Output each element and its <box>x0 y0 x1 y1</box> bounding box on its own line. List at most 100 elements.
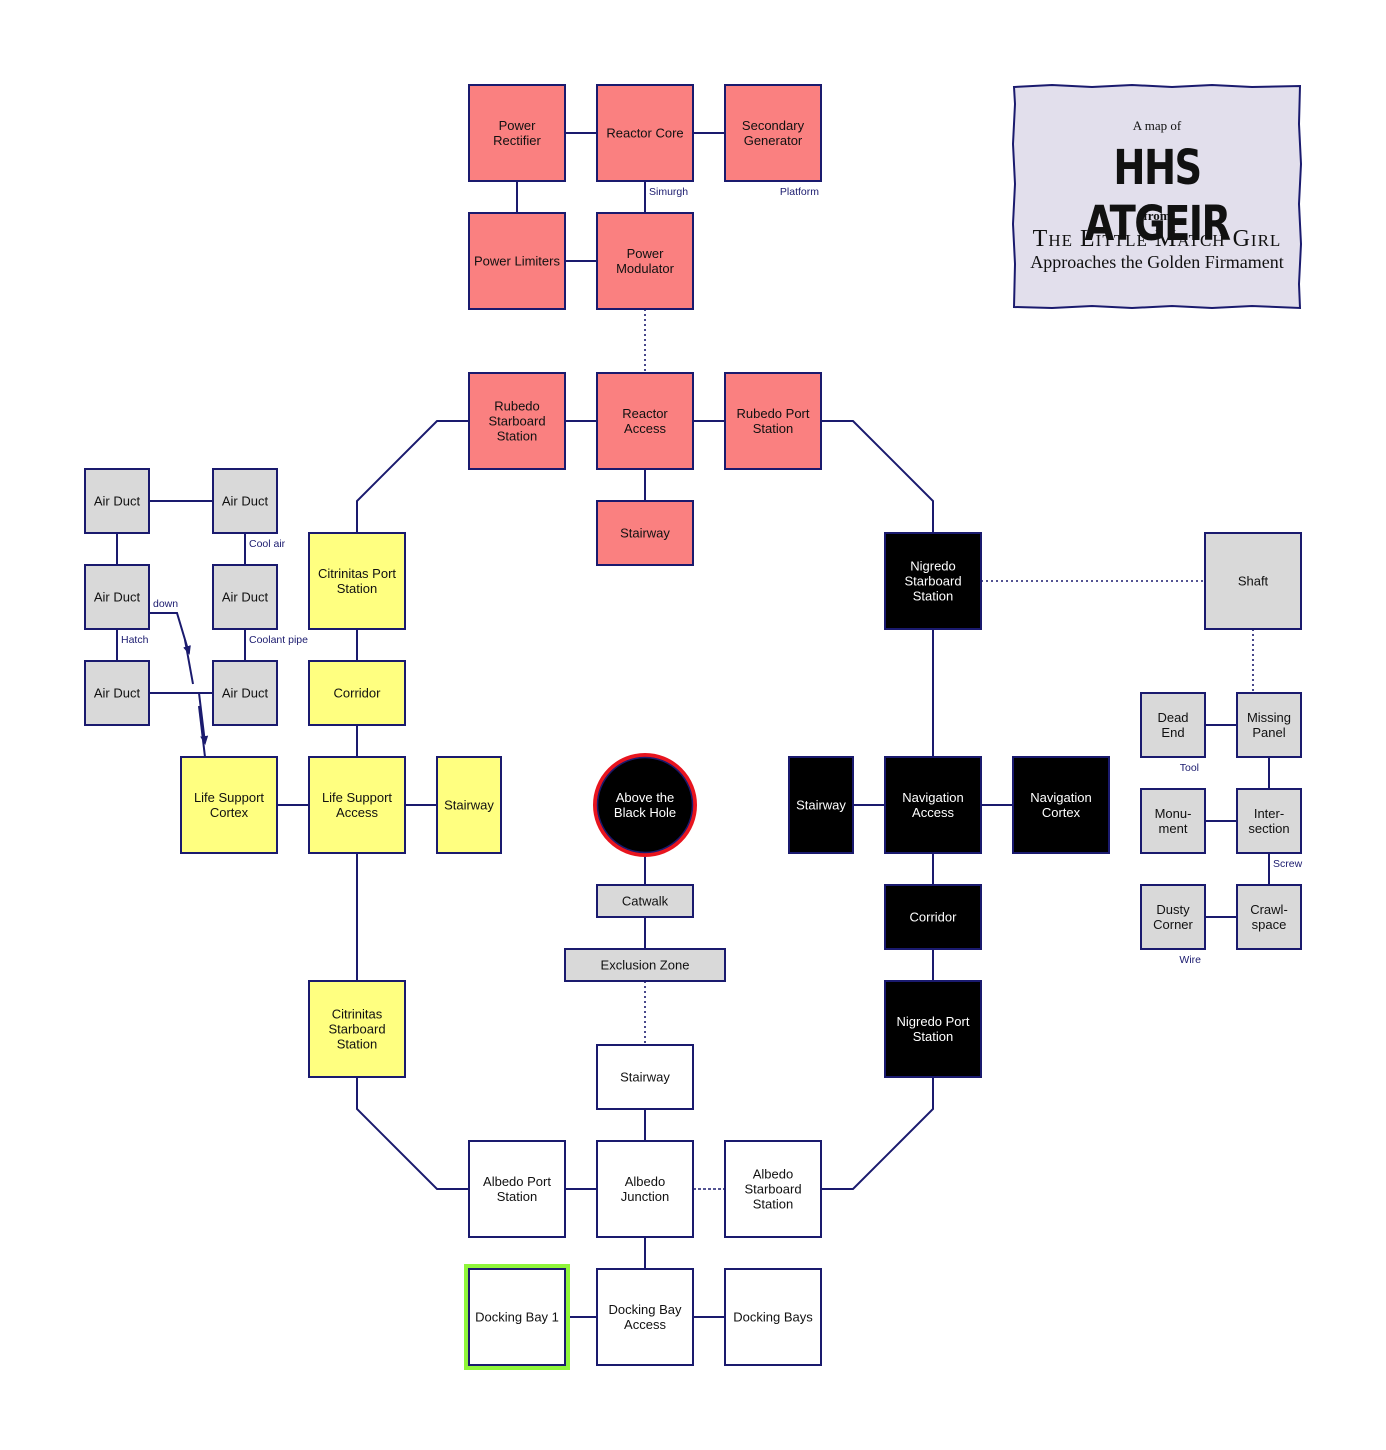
room-label: Citrinitas Port <box>318 566 396 581</box>
room-label: Stairway <box>620 526 670 541</box>
room-docking-bays: Docking Bays <box>724 1268 822 1366</box>
room-box <box>596 500 694 566</box>
title-card-frame <box>1012 84 1302 310</box>
room-label: Navigation <box>1030 790 1091 805</box>
room-label: Albedo <box>625 1174 665 1189</box>
room-label: End <box>1161 725 1184 740</box>
room-air-duct-6: Air Duct <box>212 660 278 726</box>
room-label: Life Support <box>194 790 264 805</box>
room-power-limiters: Power Limiters <box>468 212 566 310</box>
room-label: Station <box>753 1197 793 1212</box>
black-hole-icon <box>593 753 697 857</box>
title-card: A map of HHS ATGEIR from The Little Matc… <box>1012 84 1302 310</box>
room-box <box>1140 884 1206 950</box>
room-label: Albedo Port <box>483 1174 551 1189</box>
room-monument: Monu-ment <box>1140 788 1206 854</box>
room-label: Panel <box>1252 725 1285 740</box>
one-way-arrow-2 <box>149 692 209 745</box>
room-label: Starboard <box>328 1022 385 1037</box>
start-highlight <box>464 1264 570 1370</box>
work-title-line-1: The Little Match Girl <box>1032 226 1282 252</box>
room-box <box>212 660 278 726</box>
room-air-duct-4: Air Duct <box>212 564 278 630</box>
room-label: Above the <box>616 790 675 805</box>
room-label: Stairway <box>444 798 494 813</box>
room-label: Station <box>913 589 953 604</box>
room-label: Station <box>337 1037 377 1052</box>
room-box <box>1140 788 1206 854</box>
room-label: Dead <box>1157 710 1188 725</box>
room-label: Reactor Core <box>606 126 683 141</box>
room-label: Catwalk <box>622 894 669 909</box>
room-label: Air Duct <box>94 494 141 509</box>
room-exclusion-zone: Exclusion Zone <box>564 948 726 982</box>
room-label: Albedo <box>753 1167 793 1182</box>
room-box <box>1236 884 1302 950</box>
edge-label-tool: Tool <box>1180 762 1199 774</box>
room-label: Corner <box>1153 917 1193 932</box>
room-label: Generator <box>744 133 803 148</box>
room-box <box>596 1044 694 1110</box>
room-intersection: Inter-section <box>1236 788 1302 854</box>
room-box <box>1204 532 1302 630</box>
ship-name: HHS ATGEIR <box>1084 140 1232 252</box>
room-citrinitas-stairway: Stairway <box>436 756 502 854</box>
room-box <box>212 468 278 534</box>
room-label: Dusty <box>1156 902 1190 917</box>
room-label: Air Duct <box>222 590 269 605</box>
room-label: Monu- <box>1155 806 1192 821</box>
room-label: Rubedo <box>494 399 540 414</box>
room-box <box>724 84 822 182</box>
room-label: Missing <box>1247 710 1291 725</box>
room-label: Cortex <box>1042 805 1081 820</box>
room-box <box>308 756 406 854</box>
room-label: space <box>1252 917 1287 932</box>
room-box <box>84 468 150 534</box>
room-label: Docking Bay <box>609 1302 682 1317</box>
room-box <box>468 212 566 310</box>
edge-label-wire: Wire <box>1179 954 1201 966</box>
room-label: Power Limiters <box>474 254 560 269</box>
room-label: Rectifier <box>493 133 541 148</box>
one-way-arrow-1 <box>149 612 191 655</box>
room-label: Starboard <box>904 574 961 589</box>
room-catwalk: Catwalk <box>596 884 694 918</box>
room-label: Power <box>499 118 537 133</box>
room-box <box>308 660 406 726</box>
room-label: Black Hole <box>614 805 676 820</box>
room-label: Life Support <box>322 790 392 805</box>
edge-label-simurgh: Simurgh <box>649 186 688 198</box>
room-box <box>596 1140 694 1238</box>
room-label: Stairway <box>620 1070 670 1085</box>
room-label: Station <box>497 1189 537 1204</box>
room-box <box>596 884 694 918</box>
edge-label-coolant-pipe: Coolant pipe <box>249 634 308 646</box>
room-label: Corridor <box>910 910 958 925</box>
room-label: Air Duct <box>94 590 141 605</box>
room-air-duct-2: Air Duct <box>212 468 278 534</box>
room-label: Starboard <box>488 414 545 429</box>
room-label: Access <box>624 421 666 436</box>
connection-11 <box>821 420 934 533</box>
room-reactor-core: Reactor Core <box>596 84 694 182</box>
room-citrinitas-corridor: Corridor <box>308 660 406 726</box>
edge-label-platform: Platform <box>780 186 819 198</box>
room-label: Starboard <box>744 1182 801 1197</box>
room-label: Exclusion Zone <box>601 958 690 973</box>
room-box <box>788 756 854 854</box>
room-label: Air Duct <box>222 494 269 509</box>
